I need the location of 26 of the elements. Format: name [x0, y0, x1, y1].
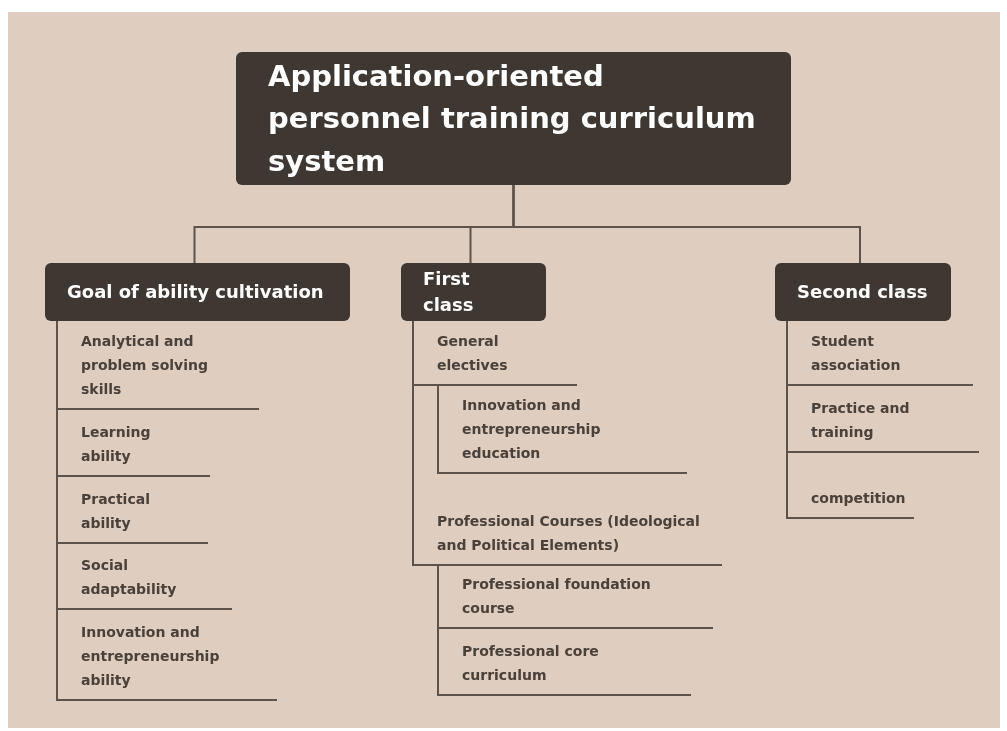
topic-label: General electives	[437, 332, 509, 375]
topic-label: Professional core curriculum	[462, 642, 600, 685]
box-title: Second class	[797, 279, 928, 304]
topic-label: Learning ability	[81, 423, 152, 466]
topic-label: Professional foundation course	[462, 575, 652, 618]
topic-label: Student association	[811, 332, 902, 375]
box-title: Application-oriented personnel training curriculum system	[268, 58, 757, 180]
topic-label: Social adaptability	[81, 556, 178, 599]
box-title: Goal of ability cultivation	[67, 279, 324, 304]
topic-label: Innovation and entrepreneurship education	[462, 396, 602, 463]
box-title: First class	[423, 266, 475, 317]
category-box	[45, 263, 350, 321]
topic-label: Practical ability	[81, 490, 151, 533]
topic-label: Innovation and entrepreneurship ability	[81, 623, 221, 690]
connector-line	[437, 385, 439, 475]
title-box	[236, 52, 791, 185]
connector-line	[437, 565, 439, 697]
topic-label: Analytical and problem solving skills	[81, 332, 209, 399]
topic-label: Practice and training	[811, 399, 911, 442]
category-box	[401, 263, 546, 321]
category-box	[775, 263, 951, 321]
connector-line	[412, 320, 414, 567]
connector-line	[512, 184, 861, 264]
topic-label: competition	[811, 489, 906, 508]
connector-line	[786, 320, 788, 520]
topic-label: Professional Courses (Ideological and Political Elements)	[437, 512, 701, 555]
